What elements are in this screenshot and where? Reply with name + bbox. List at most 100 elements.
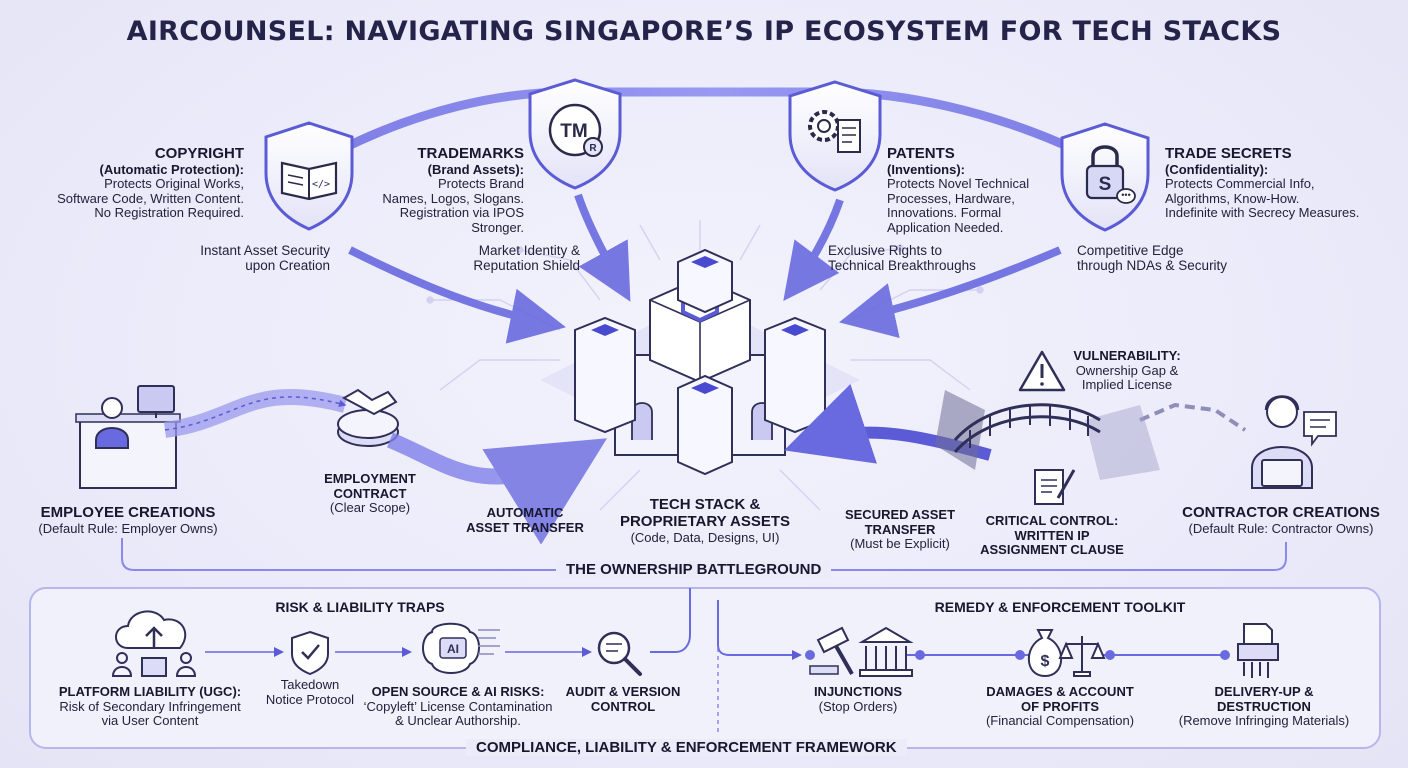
page-title: AIRCOUNSEL: NAVIGATING SINGAPORE’S IP EC… — [126, 16, 1282, 47]
risk-section-label: RISK & LIABILITY TRAPS — [275, 599, 445, 615]
book-code-icon: </> — [280, 161, 338, 201]
platform-body-2: via User Content — [101, 713, 199, 729]
trademarks-body-3: Registration via IPOS — [399, 205, 524, 221]
takedown-1: Takedown — [280, 677, 340, 692]
damages-heading-1: DAMAGES & ACCOUNT — [986, 684, 1134, 699]
vulnerability-note-2: Implied License — [1081, 377, 1173, 393]
critical-3: ASSIGNMENT CLAUSE — [980, 542, 1124, 558]
vulnerability-heading: VULNERABILITY: — [1073, 348, 1181, 363]
trademarks-body-2: Names, Logos, Slogans. — [382, 190, 524, 206]
fortress-server-icon — [540, 248, 860, 476]
delivery-heading-1: DELIVERY-UP & — [1214, 684, 1314, 699]
employee-desk-icon — [75, 385, 181, 489]
contractor-headset-icon — [1251, 395, 1337, 489]
patents-text: PATENTS (Inventions): Protects Novel Tec… — [887, 145, 1057, 236]
patents-body-2: Processes, Hardware, — [887, 190, 1015, 206]
patents-body-1: Protects Novel Technical — [887, 176, 1030, 192]
employee-creations-text: EMPLOYEE CREATIONS (Default Rule: Employ… — [28, 504, 228, 536]
contract-note: (Clear Scope) — [329, 500, 411, 516]
takedown-text: Takedown Notice Protocol — [252, 677, 368, 707]
trademark-icon: TM R — [548, 103, 603, 157]
injunctions-note: (Stop Orders) — [818, 698, 898, 714]
core-assets-text: TECH STACK & PROPRIETARY ASSETS (Code, D… — [605, 496, 805, 545]
copyright-body-3: No Registration Required. — [94, 205, 244, 221]
contractor-creations-text: CONTRACTOR CREATIONS (Default Rule: Cont… — [1170, 504, 1392, 536]
warning-icon — [1018, 350, 1066, 392]
core-heading-2: PROPRIETARY ASSETS — [619, 512, 791, 530]
contract-heading-1: EMPLOYMENT — [324, 471, 416, 486]
contractor-note: (Default Rule: Contractor Owns) — [1188, 520, 1374, 536]
secured-note: (Must be Explicit) — [850, 536, 950, 552]
trademarks-text: TRADEMARKS (Brand Assets): Protects Bran… — [350, 145, 524, 236]
trademarks-body-1: Protects Brand — [438, 176, 524, 192]
trade-secrets-body-1: Protects Commercial Info, — [1165, 176, 1315, 192]
audit-1: AUDIT & VERSION — [565, 684, 681, 699]
platform-body-1: Risk of Secondary Infringement — [59, 698, 241, 714]
ai-brain-icon: AI — [422, 622, 500, 674]
copyright-caption: Instant Asset Security upon Creation — [150, 243, 330, 273]
trade-secrets-text: TRADE SECRETS (Confidentiality): Protect… — [1165, 145, 1395, 221]
employee-heading: EMPLOYEE CREATIONS — [40, 504, 216, 521]
injunctions-heading: INJUNCTIONS — [813, 684, 903, 699]
copyright-body-1: Protects Original Works, — [104, 176, 244, 192]
contract-heading-2: CONTRACT — [333, 485, 407, 501]
shield-patents — [788, 80, 882, 192]
trade-secrets-subheading: (Confidentiality): — [1165, 161, 1269, 177]
patents-caption: Exclusive Rights to Technical Breakthrou… — [828, 243, 1008, 273]
critical-2: WRITTEN IP — [1014, 527, 1090, 543]
employee-note: (Default Rule: Employer Owns) — [38, 520, 218, 536]
auto-transfer-1: AUTOMATIC — [486, 505, 564, 520]
trademark-badge-text: R — [589, 143, 597, 154]
gavel-icon — [809, 626, 854, 675]
contractor-heading: CONTRACTOR CREATIONS — [1182, 504, 1380, 521]
svg-text:•••: ••• — [1121, 190, 1130, 200]
damages-text: DAMAGES & ACCOUNT OF PROFITS (Financial … — [970, 684, 1150, 729]
automatic-transfer-arrow — [387, 432, 608, 545]
trademarks-caption: Market Identity & Reputation Shield — [420, 243, 580, 273]
opensource-body-2: & Unclear Authorship. — [395, 713, 521, 729]
copyright-text: COPYRIGHT (Automatic Protection): Protec… — [30, 145, 244, 221]
contract-pen-icon — [1034, 469, 1076, 505]
automatic-transfer-text: AUTOMATIC ASSET TRANSFER — [455, 505, 595, 535]
auto-transfer-2: ASSET TRANSFER — [466, 519, 584, 535]
footer-label: COMPLIANCE, LIABILITY & ENFORCEMENT FRAM… — [466, 739, 907, 756]
platform-heading: PLATFORM LIABILITY (UGC): — [58, 684, 242, 699]
patents-caption-1: Exclusive Rights to — [828, 243, 943, 258]
core-heading-1: TECH STACK & — [649, 496, 761, 513]
trademarks-body-4: Stronger. — [471, 219, 524, 235]
shield-check-icon — [291, 630, 329, 676]
lock-icon-text: S — [1099, 174, 1112, 195]
patents-subheading: (Inventions): — [887, 161, 965, 177]
shredder-icon — [1237, 623, 1279, 678]
delivery-note: (Remove Infringing Materials) — [1178, 713, 1350, 729]
handshake-icon — [337, 388, 399, 447]
audit-text: AUDIT & VERSION CONTROL — [556, 684, 690, 714]
bridge-icon — [935, 390, 1101, 470]
remedy-flow-lines — [805, 650, 1230, 660]
shield-trade-secrets: S ••• — [1060, 122, 1150, 232]
vulnerability-text: VULNERABILITY: Ownership Gap & Implied L… — [1062, 348, 1192, 393]
trade-secrets-caption: Competitive Edge through NDAs & Security — [1077, 243, 1267, 273]
secured-heading-1: SECURED ASSET — [844, 507, 956, 522]
critical-control-text: CRITICAL CONTROL: WRITTEN IP ASSIGNMENT … — [968, 513, 1136, 558]
trade-secrets-caption-2: through NDAs & Security — [1077, 258, 1228, 274]
opensource-heading: OPEN SOURCE & AI RISKS: — [371, 684, 545, 699]
open-source-text: OPEN SOURCE & AI RISKS: ‘Copyleft’ Licen… — [358, 684, 558, 729]
trademarks-heading: TRADEMARKS — [417, 145, 524, 162]
patents-heading: PATENTS — [887, 145, 955, 162]
trademarks-caption-1: Market Identity & — [478, 243, 580, 258]
trademarks-caption-2: Reputation Shield — [473, 258, 580, 274]
svg-text:$: $ — [1041, 653, 1050, 670]
pillar-arrows — [348, 193, 1062, 344]
lock-secret-icon: S ••• — [1085, 145, 1136, 204]
delivery-text: DELIVERY-UP & DESTRUCTION (Remove Infrin… — [1170, 684, 1358, 729]
vulnerability-note-1: Ownership Gap & — [1075, 362, 1179, 378]
copyright-caption-1: Instant Asset Security — [200, 243, 330, 258]
critical-1: CRITICAL CONTROL: — [985, 513, 1119, 528]
shield-trademarks: TM R — [528, 78, 622, 190]
copyright-body-2: Software Code, Written Content. — [57, 190, 244, 206]
copyright-heading: COPYRIGHT — [154, 145, 244, 162]
trade-secrets-body-2: Algorithms, Know-How. — [1165, 190, 1300, 206]
employment-contract-text: EMPLOYMENT CONTRACT (Clear Scope) — [300, 471, 440, 516]
